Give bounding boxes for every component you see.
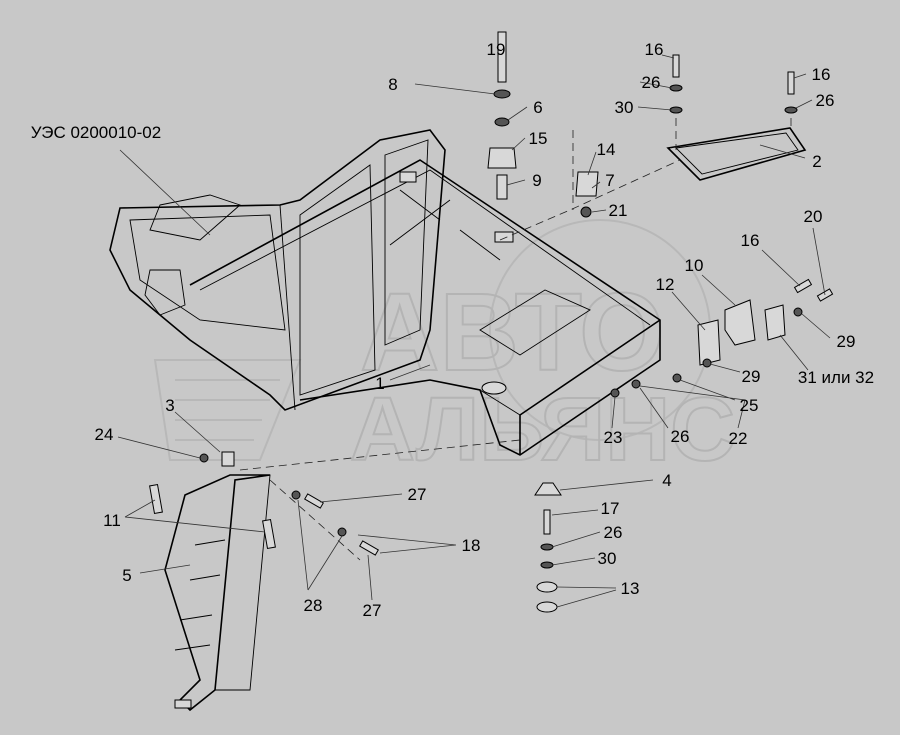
callout-14: 14 (597, 140, 616, 159)
callout-23: 23 (604, 428, 623, 447)
callout-26: 26 (604, 523, 623, 542)
callout-16: 16 (812, 65, 831, 84)
callout-29: 29 (837, 332, 856, 351)
callout-3: 3 (165, 396, 174, 415)
callout-2: 2 (812, 152, 821, 171)
callout-26: 26 (816, 91, 835, 110)
ladder-drawing (149, 439, 521, 712)
frame-drawing (189, 159, 661, 456)
callout-19: 19 (487, 40, 506, 59)
callout-25: 25 (740, 396, 759, 415)
callout-26: 26 (642, 73, 661, 92)
mount-parts-bottom (534, 482, 562, 613)
callout-31-or-32: 31 или 32 (798, 368, 874, 387)
callout-4: 4 (662, 471, 671, 490)
callout-16: 16 (645, 40, 664, 59)
brackets-right (610, 278, 834, 398)
callout-18: 18 (462, 536, 481, 555)
callout-9: 9 (532, 171, 541, 190)
callout-6: 6 (533, 98, 542, 117)
callout-20: 20 (804, 207, 823, 226)
callout-30: 30 (598, 549, 617, 568)
callout-26: 26 (671, 427, 690, 446)
watermark-logo: АВТО АЛЬЯНС (153, 219, 736, 481)
callout-7: 7 (605, 171, 614, 190)
plate-2 (666, 127, 807, 181)
callout-27: 27 (408, 485, 427, 504)
callout-5: 5 (122, 566, 131, 585)
callout-10: 10 (685, 256, 704, 275)
watermark-line1: АВТО (360, 271, 665, 394)
watermark-line2: АЛЬЯНС (350, 380, 735, 480)
callout-11: 11 (103, 511, 121, 530)
callout-1: 1 (375, 374, 384, 393)
leader-lines (117, 54, 831, 608)
callout-28: 28 (304, 596, 323, 615)
cab-drawing (109, 129, 446, 411)
assembly-code-label: УЭС 0200010-02 (31, 123, 161, 142)
callout-22: 22 (729, 429, 748, 448)
callout-12: 12 (656, 275, 675, 294)
callout-29: 29 (742, 367, 761, 386)
callout-labels: УЭС 0200010-02 19 8 6 15 9 14 7 21 16 26… (31, 40, 874, 620)
callout-21: 21 (609, 201, 628, 220)
callout-16: 16 (741, 231, 760, 250)
callout-30: 30 (615, 98, 634, 117)
mount-parts-top (487, 31, 798, 241)
callout-24: 24 (95, 425, 114, 444)
callout-27: 27 (363, 601, 382, 620)
callout-13: 13 (621, 579, 640, 598)
callout-15: 15 (529, 129, 548, 148)
callout-17: 17 (601, 499, 620, 518)
callout-8: 8 (388, 75, 397, 94)
